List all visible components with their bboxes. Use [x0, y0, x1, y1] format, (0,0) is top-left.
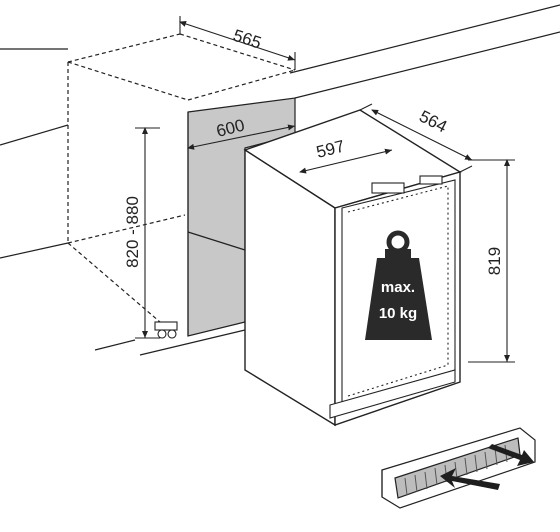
dim-label-appliance-height: 819: [485, 247, 504, 275]
dim-label-niche-depth: 565: [231, 26, 264, 53]
adjustable-feet: [154, 321, 178, 339]
dim-appliance-height: [468, 159, 515, 363]
worktop-lines: [0, 4, 560, 356]
dim-niche-width: [187, 124, 296, 150]
airflow-arrow-icon: [440, 444, 534, 490]
dim-niche-depth: [179, 16, 296, 70]
appliance-door: [329, 175, 456, 419]
weight-line-2: 10 kg: [379, 305, 417, 322]
weight-line-1: max.: [381, 279, 415, 296]
dim-label-appliance-depth: 564: [416, 107, 450, 137]
ventilation-grille-icon: [381, 427, 536, 509]
weight-icon: max. 10 kg: [365, 230, 432, 340]
dim-appliance-depth: [359, 103, 473, 173]
dim-niche-height: [135, 127, 160, 339]
dim-label-niche-height: 820 - 880: [123, 196, 142, 268]
niche-floor-edge: [187, 231, 246, 251]
